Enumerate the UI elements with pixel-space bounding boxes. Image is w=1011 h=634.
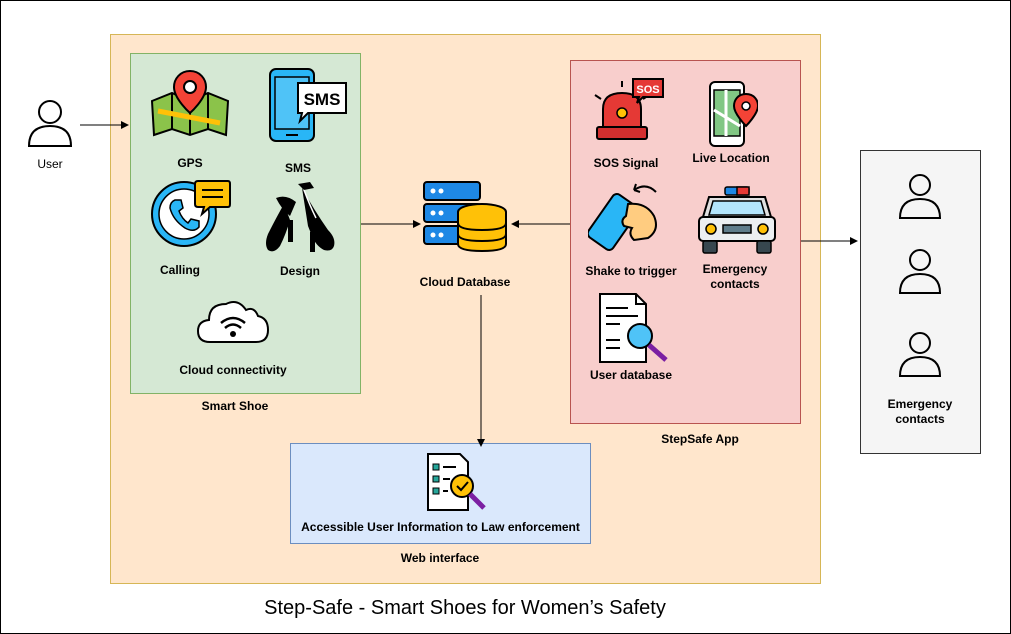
contact-person-icon-1 — [898, 172, 942, 220]
police-car-icon — [695, 185, 779, 255]
live-location-label: Live Location — [692, 151, 770, 165]
sms-phone-icon: SMS — [268, 67, 348, 143]
cloud-database-label: Cloud Database — [419, 275, 511, 289]
sos-siren-icon: SOS — [593, 77, 665, 141]
web-interface-item-label: Accessible User Information to Law enfor… — [301, 520, 580, 534]
map-pin-icon — [150, 67, 230, 137]
shake-phone-icon — [588, 180, 662, 252]
contact-person-icon-3 — [898, 330, 942, 378]
calling-icon — [148, 178, 232, 248]
user-database-icon — [598, 292, 672, 364]
emergency-contacts-panel-label-line1: Emergency — [887, 397, 953, 411]
user-database-label: User database — [589, 368, 673, 382]
stepsafe-app-label: StepSafe App — [661, 432, 739, 446]
gps-label: GPS — [177, 156, 203, 170]
diagram-title: Step-Safe - Smart Shoes for Women’s Safe… — [264, 597, 666, 619]
emergency-contacts-panel — [860, 150, 981, 454]
shoe-icon — [262, 180, 340, 256]
database-server-icon — [420, 180, 508, 252]
svg-text:SMS: SMS — [304, 90, 341, 109]
calling-label: Calling — [159, 263, 200, 277]
user-icon — [27, 98, 73, 148]
smart-shoe-label: Smart Shoe — [201, 399, 269, 413]
design-label: Design — [279, 264, 320, 278]
sos-signal-label: SOS Signal — [593, 156, 659, 170]
emergency-contacts-app-label-line2: contacts — [710, 277, 760, 291]
cloud-wifi-icon — [196, 296, 270, 346]
user-label: User — [37, 157, 63, 171]
emergency-contacts-panel-label-line2: contacts — [895, 412, 945, 426]
cloud-connectivity-label: Cloud connectivity — [179, 363, 287, 377]
contact-person-icon-2 — [898, 247, 942, 295]
svg-text:SOS: SOS — [636, 84, 659, 96]
document-check-icon — [424, 452, 488, 512]
live-location-icon — [706, 80, 758, 148]
shake-trigger-label: Shake to trigger — [585, 264, 677, 278]
web-interface-label: Web interface — [400, 551, 480, 565]
sms-label: SMS — [284, 161, 311, 175]
emergency-contacts-app-label-line1: Emergency — [702, 262, 768, 276]
